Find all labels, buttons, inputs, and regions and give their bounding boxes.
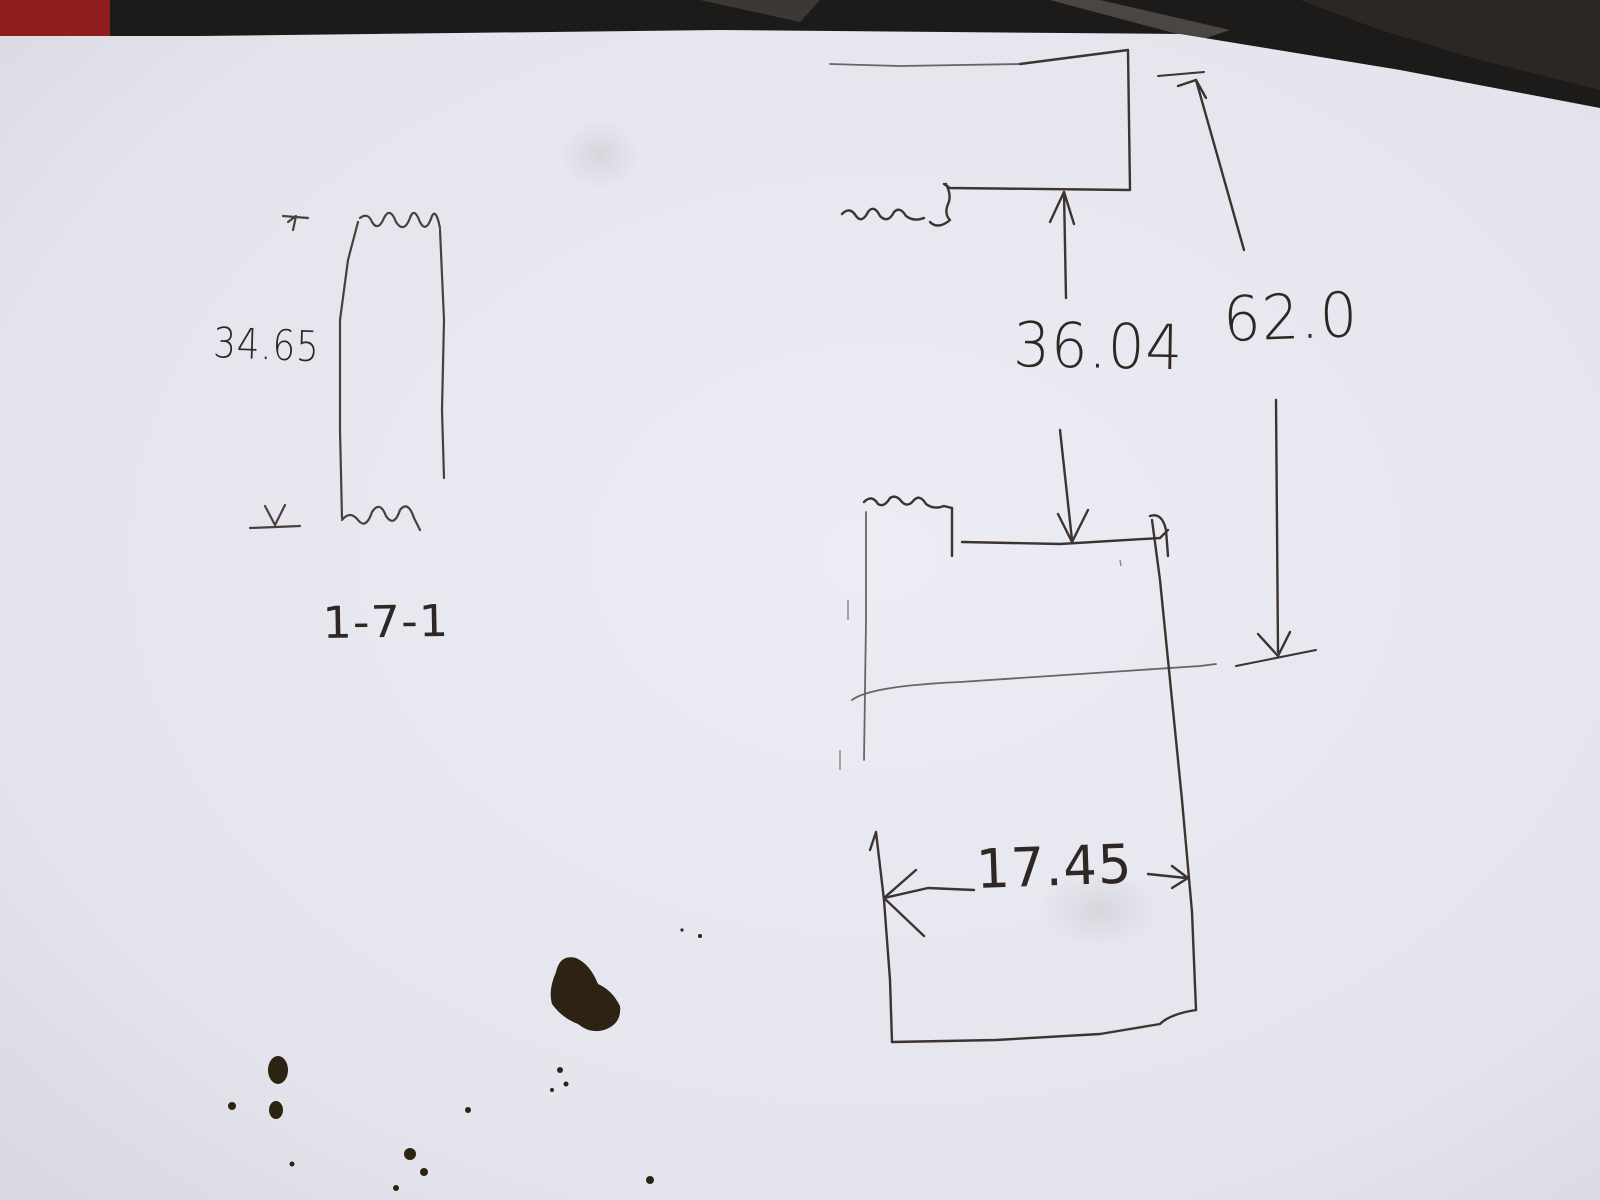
left-part-height-label: 34.65 [212,318,321,372]
paper-sheet [0,30,1600,1200]
break-line-icon [340,505,422,532]
metal-tool [1050,0,1230,40]
pencil-marks [839,559,1122,770]
right-part-drawing [829,48,1317,1044]
overall-height-label: 62.0 [1222,278,1360,356]
break-line-icon [862,495,954,510]
paper-smudge [560,120,640,190]
arrow-icon [286,214,298,232]
tool-shadow [700,0,820,22]
arrow-icon [1176,78,1208,100]
dark-object [1300,0,1600,90]
arrow-icon [882,886,976,900]
arrow-icon [248,524,302,530]
paper-smudge-2 [1040,870,1160,950]
arrow-icon [1146,872,1188,880]
inner-height-label: 36.04 [1012,308,1184,385]
width-label: 17.45 [975,832,1134,901]
ink-stains [228,928,702,1191]
part-id-label: 1-7-1 [322,595,450,649]
arrow-icon [1056,508,1090,544]
red-cloth [0,0,110,40]
arrow-icon [1048,190,1076,226]
break-line-icon [840,207,926,221]
arrow-icon [1170,864,1190,890]
left-part-drawing [248,211,446,532]
break-line-icon [358,211,442,230]
arrow-icon [263,503,287,527]
arrow-icon [1256,630,1292,658]
